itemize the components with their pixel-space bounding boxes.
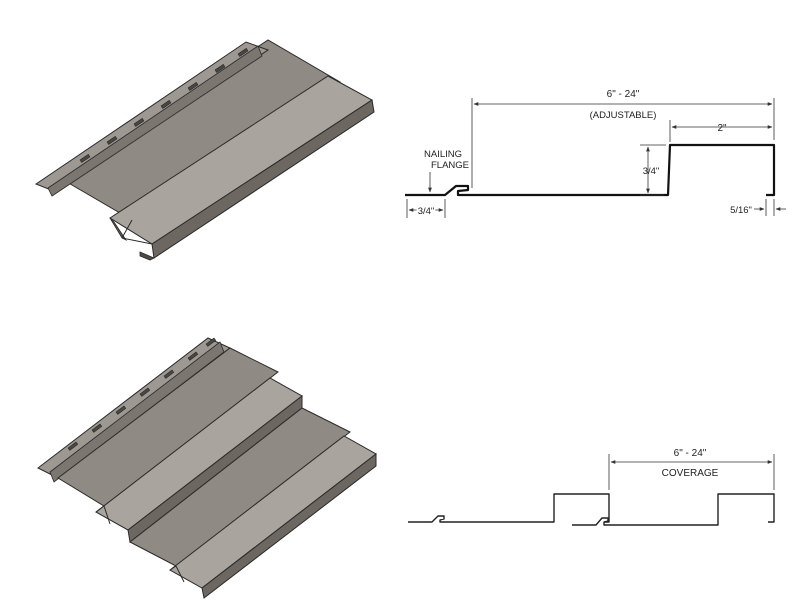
panel2-face-2 xyxy=(129,407,351,567)
single-rib-panel-isometric xyxy=(34,39,375,261)
panel-rib-inner-wall xyxy=(109,217,128,242)
panel-hem-fold xyxy=(47,45,263,197)
coverage-label: COVERAGE xyxy=(662,468,719,479)
nailing-flange-label-line1: NAILING xyxy=(424,149,462,160)
nail-slots xyxy=(79,48,249,163)
single-rib-profile-drawing: 6" - 24" (ADJUSTABLE) 2" 3/4" NAILING FL… xyxy=(405,89,786,219)
overall-dim-label: 6" - 24" xyxy=(607,89,640,100)
rib-width-dim-label: 2" xyxy=(717,123,727,134)
nailing-flange-label-line2: FLANGE xyxy=(431,160,469,171)
profile-panel-1 xyxy=(408,493,610,523)
panel-rib-return xyxy=(139,251,155,261)
panel2-face-1 xyxy=(57,347,279,507)
profile-panel-2 xyxy=(572,493,775,526)
panel2-nail-slots xyxy=(67,337,217,451)
coverage-dim-label: 6" - 24" xyxy=(674,448,707,459)
profile-outline xyxy=(405,143,776,197)
flange-width-dim-label: 3/4" xyxy=(418,206,435,217)
rib-height-dim-label: 3/4" xyxy=(643,166,660,177)
return-dim-label: 5/16" xyxy=(730,205,752,216)
overall-dim-note: (ADJUSTABLE) xyxy=(590,110,657,121)
panel2-rib-2-wall xyxy=(201,452,377,599)
double-rib-panel-isometric xyxy=(37,337,377,599)
panel-rib-front-wall xyxy=(151,99,375,259)
double-panel-profile-drawing: 6" - 24" COVERAGE xyxy=(408,448,775,526)
